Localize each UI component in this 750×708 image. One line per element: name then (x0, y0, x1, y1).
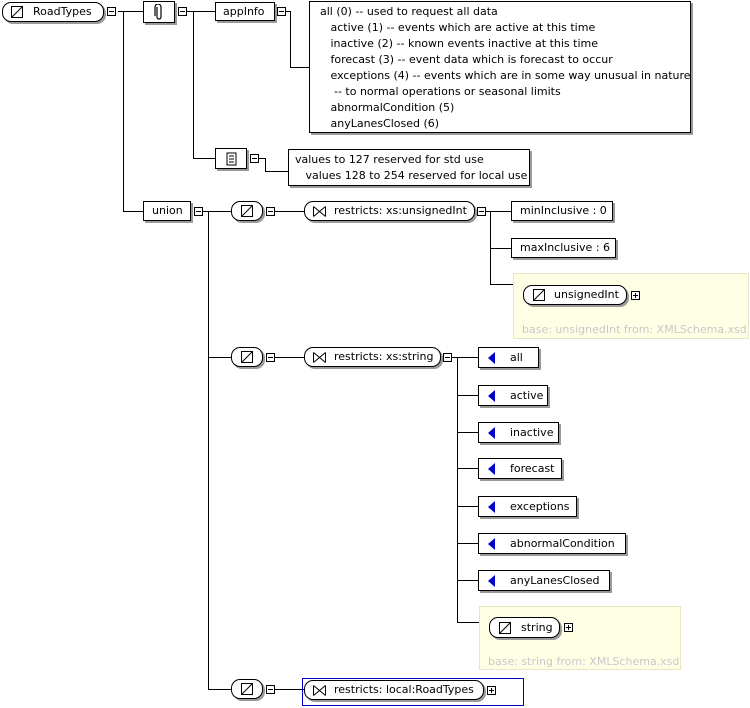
enumeration-forecast[interactable]: forecast (478, 458, 562, 479)
documentation-line: values to 127 reserved for std use (295, 153, 484, 166)
restriction-label: restricts: local:RoadTypes (334, 683, 474, 696)
collapse-toggle-icon[interactable] (266, 685, 275, 694)
collapse-toggle-icon[interactable] (266, 207, 275, 216)
enumeration-icon (488, 463, 495, 475)
base-type-panel: base: unsignedInt from: XMLSchema.xsd (513, 273, 749, 339)
base-type-note: base: unsignedInt from: XMLSchema.xsd (522, 323, 747, 336)
restriction-icon (313, 685, 326, 696)
enumeration-active[interactable]: active (478, 385, 548, 406)
collapse-toggle-icon[interactable] (178, 7, 187, 16)
facet-label: minInclusive : 0 (520, 204, 607, 217)
documentation-node[interactable] (215, 148, 247, 169)
base-type-string[interactable]: string (489, 617, 560, 638)
appinfo-content: all (0) -- used to request all data acti… (309, 1, 691, 133)
union-label: union (152, 204, 183, 217)
collapse-toggle-icon[interactable] (194, 207, 203, 216)
enumeration-icon (488, 427, 495, 439)
enumeration-icon (488, 352, 495, 364)
expand-toggle-icon[interactable] (487, 686, 496, 695)
enumeration-icon (488, 501, 495, 513)
selection-outline (302, 678, 524, 706)
enumeration-icon (488, 390, 495, 402)
simple-type-icon (533, 289, 545, 301)
simple-type-label: RoadTypes (33, 5, 92, 18)
restriction-label: restricts: xs:unsignedInt (334, 204, 467, 217)
enumeration-icon (488, 575, 495, 587)
appinfo-node[interactable]: appInfo (215, 2, 275, 21)
simple-type-icon (241, 351, 253, 363)
enumeration-label: abnormalCondition (510, 537, 615, 550)
enumeration-label: active (510, 389, 544, 402)
documentation-line: values 128 to 254 reserved for local use (295, 169, 528, 182)
appinfo-line: all (0) -- used to request all data (320, 5, 498, 18)
facet-label: maxInclusive : 6 (520, 241, 611, 254)
expand-toggle-icon[interactable] (631, 291, 640, 300)
appinfo-line: exceptions (4) -- events which are in so… (320, 69, 691, 82)
collapse-toggle-icon[interactable] (443, 353, 452, 362)
collapse-toggle-icon[interactable] (107, 7, 116, 16)
documentation-icon (226, 152, 237, 166)
collapse-toggle-icon[interactable] (277, 7, 286, 16)
base-type-panel: base: string from: XMLSchema.xsd (479, 606, 681, 670)
simple-type-icon (241, 683, 253, 695)
documentation-content: values to 127 reserved for std use value… (288, 149, 530, 186)
appinfo-line: inactive (2) -- known events inactive at… (320, 37, 598, 50)
simple-type-icon (499, 622, 511, 634)
restriction-icon (313, 206, 326, 217)
base-type-label: unsignedInt (554, 288, 619, 301)
enumeration-anylanesclosed[interactable]: anyLanesClosed (478, 570, 610, 591)
appinfo-line: anyLanesClosed (6) (320, 117, 440, 130)
simple-type-icon (11, 6, 23, 18)
simple-type-anonymous[interactable] (231, 201, 263, 221)
expand-toggle-icon[interactable] (564, 623, 573, 632)
restriction-local-roadtypes[interactable]: restricts: local:RoadTypes (304, 680, 484, 700)
annotation-node[interactable] (143, 1, 175, 23)
base-type-unsignedint[interactable]: unsignedInt (523, 285, 627, 305)
enumeration-label: inactive (510, 426, 554, 439)
enumeration-label: all (510, 351, 523, 364)
appinfo-line: abnormalCondition (5) (320, 101, 455, 114)
appinfo-line: -- to normal operations or seasonal limi… (320, 85, 561, 98)
facet-max-inclusive[interactable]: maxInclusive : 6 (511, 238, 616, 258)
enumeration-exceptions[interactable]: exceptions (478, 496, 577, 517)
collapse-toggle-icon[interactable] (250, 154, 259, 163)
collapse-toggle-icon[interactable] (477, 207, 486, 216)
appinfo-label: appInfo (223, 5, 265, 18)
facet-min-inclusive[interactable]: minInclusive : 0 (511, 201, 613, 221)
enumeration-label: anyLanesClosed (510, 574, 600, 587)
annotation-icon (154, 4, 162, 20)
enumeration-all[interactable]: all (478, 347, 539, 368)
appinfo-line: active (1) -- events which are active at… (320, 21, 596, 34)
enumeration-abnormalcondition[interactable]: abnormalCondition (478, 533, 626, 554)
simple-type-anonymous[interactable] (231, 347, 263, 367)
enumeration-inactive[interactable]: inactive (478, 422, 559, 443)
collapse-toggle-icon[interactable] (266, 353, 275, 362)
restriction-label: restricts: xs:string (334, 350, 434, 363)
base-type-note: base: string from: XMLSchema.xsd (488, 655, 680, 668)
restriction-string[interactable]: restricts: xs:string (304, 347, 441, 367)
enumeration-label: forecast (510, 462, 555, 475)
enumeration-icon (488, 538, 495, 550)
union-node[interactable]: union (143, 201, 191, 221)
restriction-unsignedint[interactable]: restricts: xs:unsignedInt (304, 201, 475, 221)
simple-type-roadtypes[interactable]: RoadTypes (2, 2, 104, 22)
base-type-label: string (521, 621, 553, 634)
restriction-icon (313, 352, 326, 363)
appinfo-line: forecast (3) -- event data which is fore… (320, 53, 613, 66)
simple-type-icon (241, 205, 253, 217)
enumeration-label: exceptions (510, 500, 570, 513)
simple-type-anonymous[interactable] (231, 679, 263, 699)
